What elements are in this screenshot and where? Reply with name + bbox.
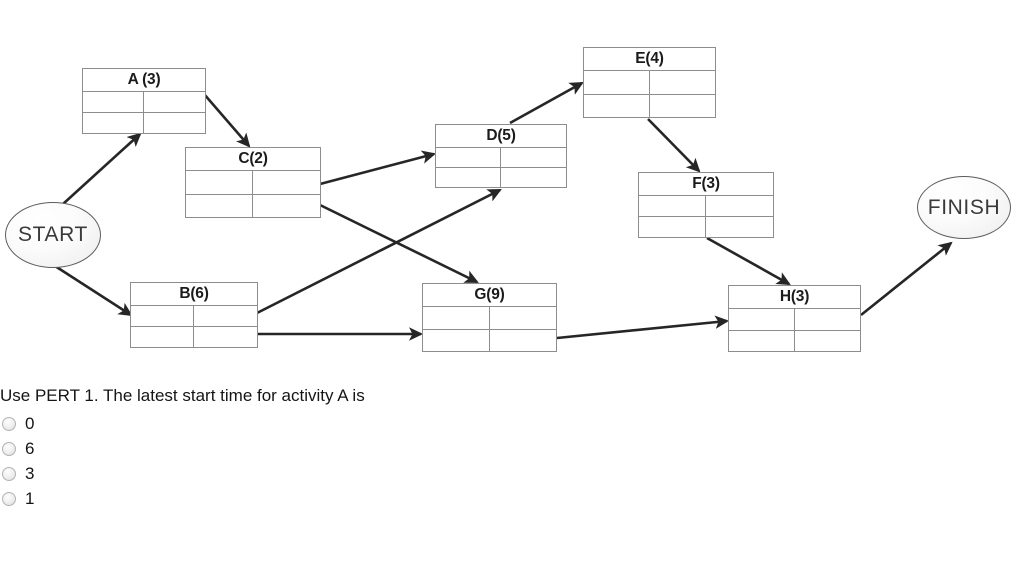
question-text: Use PERT 1. The latest start time for ac…: [0, 386, 365, 405]
activity-time-row: [131, 327, 257, 347]
activity-time-cell-right: [706, 217, 773, 237]
activity-time-row: [584, 71, 715, 95]
activity-time-cell-left: [423, 329, 490, 351]
activity-time-cell-right: [253, 195, 320, 218]
activity-node-E: E(4): [583, 47, 716, 118]
answer-option-6[interactable]: 6: [0, 436, 1024, 461]
answer-option-3[interactable]: 3: [0, 461, 1024, 486]
activity-time-row: [83, 92, 205, 113]
activity-time-cell-left: [436, 148, 501, 167]
activity-label: H(3): [729, 286, 860, 309]
activity-node-C: C(2): [185, 147, 321, 218]
edge-B-to-D: [256, 188, 502, 315]
activity-node-B: B(6): [130, 282, 258, 348]
radio-button-icon[interactable]: [2, 441, 16, 456]
activity-label: F(3): [639, 173, 773, 196]
activity-time-cell-left: [131, 327, 194, 347]
edge-C-to-D: [319, 150, 437, 186]
activity-node-G: G(9): [422, 283, 557, 352]
activity-time-row: [83, 113, 205, 133]
activity-time-row: [584, 94, 716, 118]
activity-time-cell-left: [83, 113, 144, 133]
activity-node-D: D(5): [435, 124, 567, 188]
edge-start-to-A: [62, 132, 142, 205]
activity-time-cell-right: [795, 309, 861, 330]
activity-time-cell-right: [501, 168, 566, 187]
activity-time-cell-left: [729, 330, 795, 351]
activity-time-row: [436, 148, 566, 168]
answer-option-label: 3: [25, 463, 35, 483]
activity-time-row: [729, 309, 860, 331]
activity-node-F: F(3): [638, 172, 774, 238]
activity-time-row: [423, 307, 556, 330]
edge-C-to-G: [319, 203, 479, 284]
activity-time-cell-right: [490, 330, 557, 352]
activity-time-cell-left: [186, 171, 253, 194]
activity-time-cell-left: [729, 309, 795, 330]
answer-option-0[interactable]: 0: [0, 411, 1024, 436]
activity-time-cell-right: [501, 148, 566, 167]
terminal-label: FINISH: [927, 195, 1001, 219]
radio-button-icon[interactable]: [2, 491, 16, 506]
terminal-label: START: [18, 223, 88, 246]
activity-label: C(2): [186, 148, 320, 171]
activity-time-row: [639, 196, 773, 217]
activity-label: E(4): [584, 48, 715, 71]
activity-time-cell-right: [650, 71, 716, 94]
edge-F-to-H: [706, 236, 791, 286]
radio-button-icon[interactable]: [2, 416, 16, 431]
edge-G-to-H: [556, 315, 730, 340]
activity-time-cell-left: [131, 306, 194, 326]
answer-option-label: 6: [25, 438, 35, 458]
terminal-node-finish: FINISH: [917, 176, 1011, 239]
activity-label: D(5): [436, 125, 566, 148]
edge-H-to-finish: [860, 241, 953, 317]
activity-time-cell-left: [423, 307, 490, 329]
activity-time-cell-left: [639, 196, 706, 216]
edge-A-to-C: [203, 93, 251, 148]
activity-time-cell-right: [144, 113, 205, 133]
activity-time-cell-right: [144, 92, 205, 112]
activity-node-H: H(3): [728, 285, 861, 352]
activity-time-cell-left: [186, 194, 253, 217]
answer-option-label: 1: [25, 488, 35, 508]
activity-time-cell-left: [584, 71, 650, 94]
activity-time-cell-right: [706, 196, 773, 216]
edge-layer: [54, 81, 953, 341]
pert-diagram-canvas: START FINISH A (3) C(2) B(6) D(5) G(9) E(4) F(3)…: [5, 47, 1011, 352]
activity-time-cell-left: [83, 92, 144, 112]
activity-node-A: A (3): [82, 68, 206, 134]
activity-time-cell-left: [639, 217, 706, 237]
activity-time-cell-left: [436, 168, 501, 187]
activity-time-cell-right: [194, 306, 257, 326]
activity-time-cell-right: [795, 331, 861, 352]
edge-E-to-F: [647, 118, 701, 173]
activity-time-cell-right: [194, 327, 257, 347]
terminal-node-start: START: [5, 202, 101, 268]
activity-label: G(9): [423, 284, 556, 307]
answer-option-1[interactable]: 1: [0, 486, 1024, 511]
question-block: Use PERT 1. The latest start time for ac…: [0, 386, 1024, 511]
activity-time-cell-left: [584, 94, 650, 117]
activity-time-row: [186, 171, 320, 195]
activity-label: B(6): [131, 283, 257, 306]
activity-time-cell-right: [253, 171, 320, 194]
answer-option-label: 0: [25, 413, 35, 433]
activity-time-row: [729, 330, 861, 352]
answer-options-list: 0 6 3 1: [0, 411, 1024, 511]
radio-button-icon[interactable]: [2, 466, 16, 481]
activity-time-cell-right: [490, 307, 557, 329]
activity-time-row: [131, 306, 257, 327]
edge-start-to-B: [54, 264, 133, 317]
activity-time-cell-right: [650, 95, 716, 118]
activity-time-row: [639, 217, 773, 237]
activity-time-row: [436, 168, 566, 187]
activity-time-row: [423, 329, 557, 352]
edge-D-to-E: [509, 81, 584, 125]
activity-label: A (3): [83, 69, 205, 92]
activity-time-row: [186, 194, 320, 218]
